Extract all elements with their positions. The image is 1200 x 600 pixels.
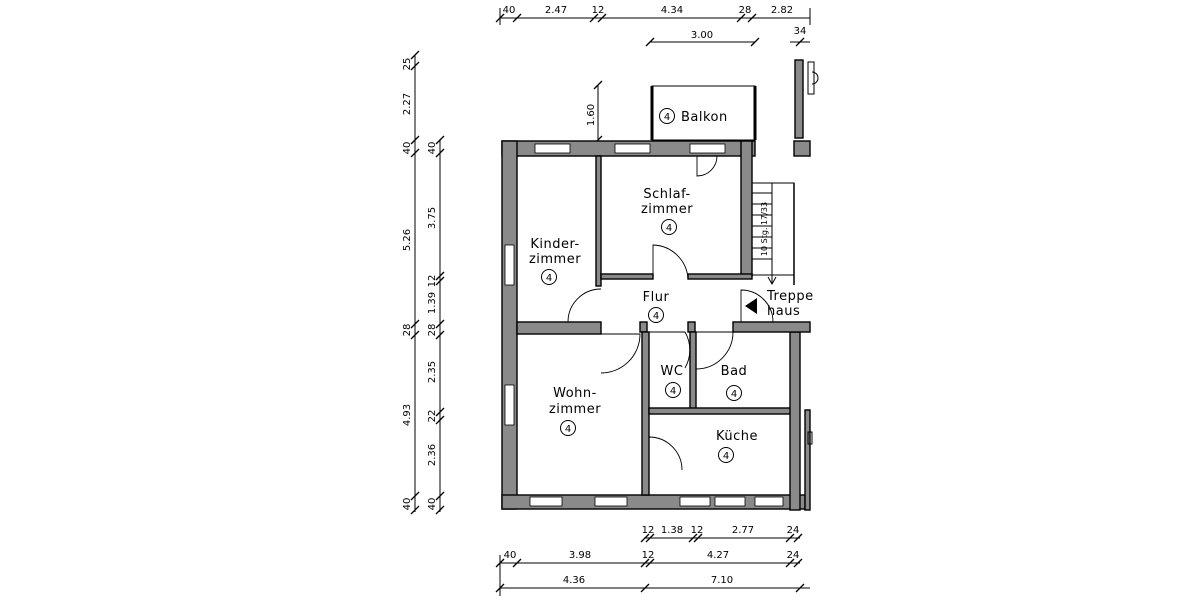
kinderzimmer-line1: Kinder-	[530, 237, 579, 252]
dim-top-row2-1: 3.00	[691, 30, 713, 41]
dim-left-inner-2: 3.75	[427, 207, 438, 229]
room-flur: Flur 4	[643, 290, 670, 323]
dim-bottom1-5: 24	[787, 525, 800, 536]
dim-top-4: 4.34	[661, 5, 683, 16]
dim-bottom3-2: 7.10	[711, 575, 733, 586]
dim-left-inner-3: 12	[427, 275, 438, 288]
dim-top-5: 28	[739, 5, 752, 16]
dim-top-3: 12	[592, 5, 605, 16]
bad-number: 4	[731, 389, 737, 400]
flur-name: Flur	[643, 290, 670, 305]
dim-left-inner-6: 2.35	[427, 361, 438, 383]
walls	[501, 59, 811, 511]
dim-bottom1-2: 1.38	[661, 525, 683, 536]
dim-top-1: 40	[503, 5, 516, 16]
dim-left-outer-1: 25	[402, 58, 413, 71]
kinderzimmer-line2: zimmer	[529, 252, 581, 267]
balkon-name: Balkon	[681, 110, 728, 125]
dim-bottom1-1: 12	[642, 525, 655, 536]
doors	[567, 155, 774, 471]
wohnzimmer-number: 4	[565, 424, 571, 435]
dimension-lines	[414, 8, 811, 596]
room-schlafzimmer: Schlaf- zimmer 4	[641, 187, 693, 235]
dim-top-6: 2.82	[771, 5, 793, 16]
dim-left-inner-8: 2.36	[427, 444, 438, 466]
windows	[504, 143, 784, 507]
dim-left-outer-7: 40	[402, 498, 413, 511]
schlafzimmer-line1: Schlaf-	[643, 187, 690, 202]
stairs-label: 10 Stg. 17/33	[760, 202, 769, 256]
room-wohnzimmer: Wohn- zimmer 4	[549, 386, 601, 436]
room-kinderzimmer: Kinder- zimmer 4	[529, 237, 581, 285]
dim-bottom2-3: 12	[642, 550, 655, 561]
dim-top-2: 2.47	[545, 5, 567, 16]
staircase: 10 Stg. 17/33	[751, 182, 795, 286]
dim-balcony-depth: 1.60	[586, 104, 597, 126]
dim-left-inner-5: 28	[427, 324, 438, 337]
dim-left-outer-6: 4.93	[402, 404, 413, 426]
wc-number: 4	[670, 386, 676, 397]
wc-name: WC	[661, 364, 684, 379]
treppenhaus-line2: haus	[767, 304, 800, 319]
dim-bottom2-4: 4.27	[707, 550, 729, 561]
dim-bottom1-3: 12	[691, 525, 704, 536]
room-treppenhaus: Treppe haus	[766, 289, 814, 319]
dim-bottom2-1: 40	[504, 550, 517, 561]
room-wc: WC 4	[661, 364, 684, 398]
treppenhaus-line1: Treppe	[766, 289, 814, 304]
dim-left-outer-3: 40	[402, 142, 413, 155]
dim-left-outer-4: 5.26	[402, 229, 413, 251]
dim-left-inner-7: 22	[427, 410, 438, 423]
balcony	[650, 85, 757, 141]
right-edge-fragments	[807, 61, 819, 445]
dim-left-outer-5: 28	[402, 324, 413, 337]
room-bad: Bad 4	[721, 364, 748, 401]
entry-arrow-icon	[745, 298, 757, 314]
dim-bottom1-4: 2.77	[732, 525, 754, 536]
dim-left-outer-2: 2.27	[402, 93, 413, 115]
dimension-ticks	[410, 13, 805, 593]
dim-left-inner-1: 40	[427, 142, 438, 155]
room-kueche: Küche 4	[716, 429, 758, 463]
schlafzimmer-line2: zimmer	[641, 202, 693, 217]
dim-bottom2-5: 24	[787, 550, 800, 561]
wohnzimmer-line2: zimmer	[549, 402, 601, 417]
kueche-number: 4	[723, 451, 729, 462]
dim-left-inner-9: 40	[427, 498, 438, 511]
balkon-number: 4	[664, 112, 670, 123]
dim-bottom2-2: 3.98	[569, 550, 591, 561]
schlafzimmer-number: 4	[666, 223, 672, 234]
dim-left-inner-4: 1.39	[427, 292, 438, 314]
kueche-name: Küche	[716, 429, 758, 444]
dim-bottom3-1: 4.36	[563, 575, 585, 586]
room-balkon: 4 Balkon	[659, 108, 728, 125]
flur-number: 4	[653, 311, 659, 322]
dim-top-row2-2: 34	[794, 26, 807, 37]
bad-name: Bad	[721, 364, 748, 379]
wohnzimmer-line1: Wohn-	[553, 386, 597, 401]
kinderzimmer-number: 4	[546, 273, 552, 284]
